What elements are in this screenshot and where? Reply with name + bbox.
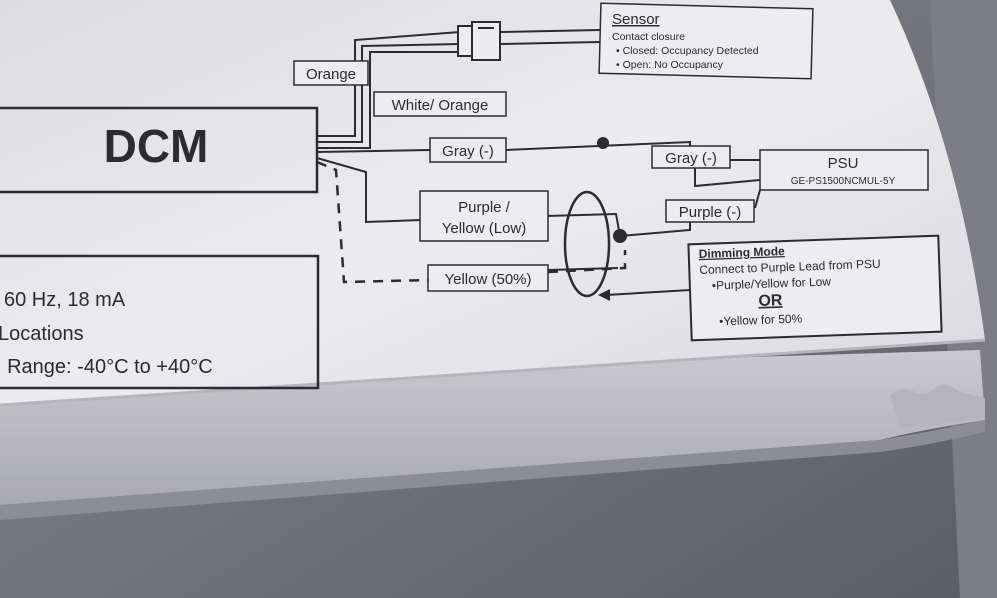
- dcm-label: DCM: [104, 120, 209, 172]
- dimming-title: Dimming Mode: [698, 244, 785, 261]
- sensor-line-2: • Closed: Occupancy Detected: [616, 45, 759, 57]
- sensor-box: [598, 2, 814, 80]
- yellow-dashed-tail: [547, 250, 627, 274]
- choice-loop: [563, 190, 611, 298]
- specs-line-2: Locations: [0, 323, 84, 345]
- sensor-line-3: • Open: No Occupancy: [616, 59, 724, 71]
- specs-line-1: 60 Hz, 18 mA: [4, 289, 126, 311]
- specs-line-3: . Range: -40°C to +40°C: [0, 356, 213, 378]
- purple-yellow-label-line2: Yellow (Low): [442, 220, 527, 237]
- gray-junction: [597, 137, 609, 149]
- specs-box: [0, 254, 320, 390]
- dimming-opt2: •Yellow for 50%: [719, 311, 803, 328]
- orange-label: Orange: [306, 66, 356, 83]
- sensor-title: Sensor: [612, 11, 660, 28]
- white-orange-label: White/ Orange: [392, 97, 489, 114]
- yellow-label: Yellow (50%): [445, 271, 532, 288]
- yellow-label-box: [427, 264, 549, 292]
- psu-box: [759, 149, 929, 191]
- purple-yellow-label-line1: Purple /: [458, 199, 511, 216]
- purple-junction: [613, 229, 627, 243]
- sticker-edge: [0, 338, 986, 407]
- choice-arrow-line: [605, 289, 691, 296]
- dcm-box: [0, 106, 319, 194]
- psu-title: PSU: [828, 155, 859, 172]
- psu-model: GE-PS1500NCMUL-5Y: [791, 176, 896, 187]
- dimming-line1: Connect to Purple Lead from PSU: [699, 257, 881, 277]
- connector-plug: [457, 21, 501, 61]
- housing-edge: [0, 420, 985, 520]
- housing-latch: [890, 384, 985, 428]
- white-orange-label-box: [373, 91, 507, 117]
- sensor-line-1: Contact closure: [612, 31, 685, 43]
- psu-purple-label-box: [665, 199, 755, 223]
- gray-label-box: [429, 137, 507, 163]
- psu-gray-label: Gray (-): [665, 150, 717, 167]
- dimming-opt1: •Purple/Yellow for Low: [712, 274, 832, 292]
- dimming-or: OR: [758, 292, 783, 310]
- gray-label: Gray (-): [442, 143, 494, 160]
- psu-gray-label-box: [651, 145, 731, 169]
- psu-purple-label: Purple (-): [679, 204, 742, 221]
- orange-label-box: [293, 60, 369, 86]
- yellow-dashed-wire: [316, 160, 431, 284]
- purple-yellow-label-box: [419, 190, 549, 242]
- choice-arrow-head: [598, 289, 610, 301]
- dimming-box: [687, 234, 943, 342]
